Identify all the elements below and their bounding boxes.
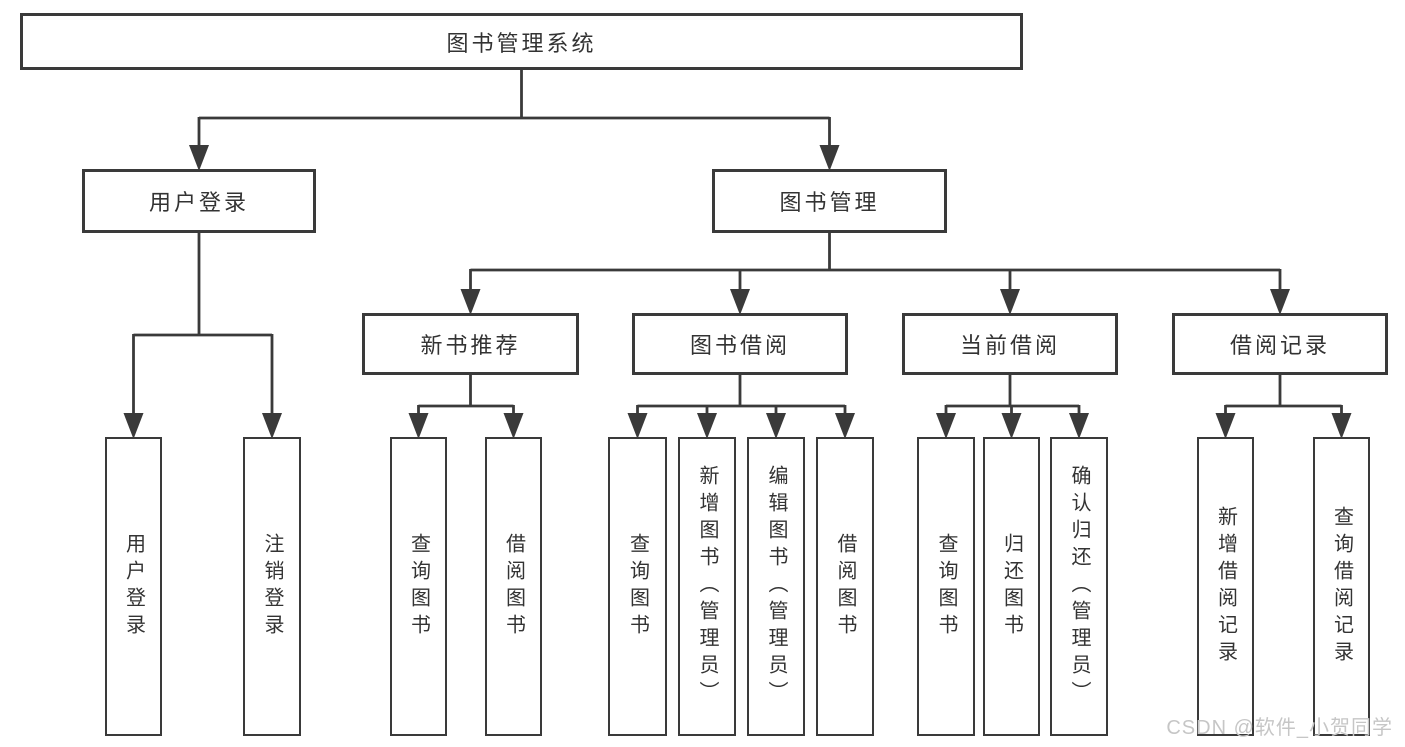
node-current-borrow: 当前借阅 xyxy=(902,313,1118,375)
arrowhead-icon xyxy=(627,413,648,439)
arrowhead-icon xyxy=(408,413,429,439)
node-label-book-borrow: 图书借阅 xyxy=(689,333,790,358)
arrowhead-icon xyxy=(936,413,956,439)
node-label-borrow-add: 新增图书（管理员） xyxy=(696,465,718,708)
arrowhead-icon xyxy=(460,289,481,315)
node-borrow-query: 查询图书 xyxy=(608,437,667,736)
node-label-current-return: 归还图书 xyxy=(1000,532,1023,641)
arrowhead-icon xyxy=(819,145,840,171)
arrowhead-icon xyxy=(1069,413,1089,439)
node-new-book-rec: 新书推荐 xyxy=(362,313,579,375)
node-login-user: 用户登录 xyxy=(105,437,162,736)
node-user-login: 用户登录 xyxy=(82,169,316,233)
node-label-rec-borrow: 借阅图书 xyxy=(502,532,525,641)
node-current-return: 归还图书 xyxy=(983,437,1040,736)
node-label-login-logout: 注销登录 xyxy=(261,532,283,641)
node-label-borrow-query: 查询图书 xyxy=(626,532,649,641)
node-rec-borrow: 借阅图书 xyxy=(485,437,542,736)
node-borrow-lend: 借阅图书 xyxy=(816,437,874,736)
node-borrow-add: 新增图书（管理员） xyxy=(678,437,736,736)
arrowhead-icon xyxy=(1215,413,1236,439)
arrowhead-icon xyxy=(766,413,786,439)
node-label-current-confirm: 确认归还（管理员） xyxy=(1068,465,1090,708)
arrowhead-icon xyxy=(123,413,144,439)
node-system: 图书管理系统 xyxy=(20,13,1023,70)
node-label-records-query: 查询借阅记录 xyxy=(1330,505,1353,668)
node-label-new-book-rec: 新书推荐 xyxy=(420,333,521,358)
arrowhead-icon xyxy=(697,413,717,439)
arrowhead-icon xyxy=(730,289,750,315)
node-label-user-login: 用户登录 xyxy=(148,190,249,215)
node-current-query: 查询图书 xyxy=(917,437,975,736)
node-label-records-add: 新增借阅记录 xyxy=(1214,505,1237,668)
node-label-borrow-edit: 编辑图书（管理员） xyxy=(765,465,787,708)
node-label-rec-query: 查询图书 xyxy=(407,532,430,641)
node-records-query: 查询借阅记录 xyxy=(1313,437,1370,736)
watermark: CSDN @软件_小贺同学 xyxy=(1166,717,1393,739)
node-book-mgmt: 图书管理 xyxy=(712,169,947,233)
node-label-book-mgmt: 图书管理 xyxy=(779,190,880,215)
arrowhead-icon xyxy=(262,413,282,439)
node-borrow-records: 借阅记录 xyxy=(1172,313,1388,375)
node-records-add: 新增借阅记录 xyxy=(1197,437,1254,736)
node-label-borrow-lend: 借阅图书 xyxy=(834,532,856,641)
node-current-confirm: 确认归还（管理员） xyxy=(1050,437,1108,736)
arrowhead-icon xyxy=(1331,413,1352,439)
node-borrow-edit: 编辑图书（管理员） xyxy=(747,437,805,736)
node-label-current-query: 查询图书 xyxy=(935,532,957,641)
arrowhead-icon xyxy=(1000,289,1020,315)
arrowhead-icon xyxy=(189,145,209,171)
arrowhead-icon xyxy=(503,413,524,439)
node-label-login-user: 用户登录 xyxy=(122,532,145,641)
node-book-borrow: 图书借阅 xyxy=(632,313,848,375)
node-login-logout: 注销登录 xyxy=(243,437,301,736)
node-label-borrow-records: 借阅记录 xyxy=(1229,333,1330,358)
arrowhead-icon xyxy=(1001,413,1022,439)
arrowhead-icon xyxy=(835,413,855,439)
node-rec-query: 查询图书 xyxy=(390,437,447,736)
arrowhead-icon xyxy=(1270,289,1290,315)
node-label-system: 图书管理系统 xyxy=(446,30,597,56)
node-label-current-borrow: 当前借阅 xyxy=(959,333,1060,358)
